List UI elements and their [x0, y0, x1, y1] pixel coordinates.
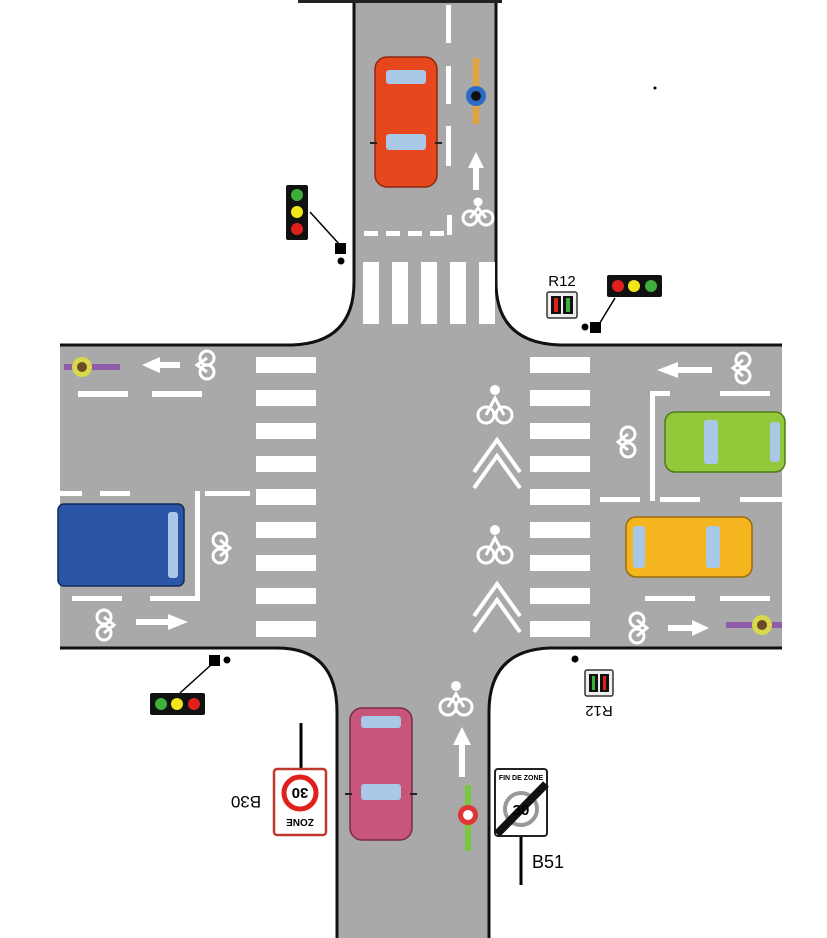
- traffic-light-north-west: [286, 185, 346, 265]
- up-arrow-icon: [468, 152, 484, 190]
- curb-south-west: [60, 646, 339, 938]
- cyclist-west: [64, 357, 120, 377]
- zone30-sign: [272, 723, 328, 837]
- road-surface: [60, 0, 782, 938]
- car-east-top: [664, 411, 786, 473]
- dot-mark: [653, 86, 657, 90]
- road-markings: [60, 5, 782, 637]
- north-stop-line: [364, 215, 452, 236]
- bicycle-icon: [730, 351, 752, 385]
- zone30-text: ZONE: [286, 816, 314, 827]
- bicycle-icon: [211, 531, 233, 565]
- endzone-speed: 30: [513, 802, 530, 819]
- left-arrow-icon: [142, 357, 180, 373]
- traffic-light-south-west: [150, 655, 231, 715]
- cyclist-east: [726, 615, 782, 635]
- right-arrow-icon: [136, 614, 188, 630]
- ped-light-r12-south-east: [571, 655, 614, 697]
- bicycle-icon: [476, 385, 514, 425]
- up-arrow-icon: [453, 727, 471, 777]
- zebra-north: [363, 262, 495, 324]
- b51-label: B51: [532, 852, 564, 872]
- ped-light-r12-north-east: [546, 291, 578, 319]
- bicycle-icon: [194, 349, 216, 381]
- cyclist-south: [458, 785, 478, 851]
- endzone-text: FIN DE ZONE: [499, 775, 544, 782]
- curb-south-east: [487, 646, 782, 938]
- left-arrow-icon: [657, 362, 712, 378]
- bus-west: [57, 503, 185, 587]
- bicycle-icon: [438, 681, 474, 717]
- b30-label: B30: [231, 792, 261, 811]
- bicycle-icon: [476, 525, 514, 565]
- top-edge-line: [298, 0, 502, 3]
- curb-north-west: [60, 0, 356, 347]
- right-arrow-icon: [668, 620, 709, 636]
- r12-top-label: R12: [548, 273, 576, 290]
- end-zone-sign: [494, 768, 549, 885]
- bike-symbols: [95, 197, 752, 717]
- zebra-west: [256, 357, 316, 637]
- chevron-markings: [472, 436, 522, 634]
- bicycle-icon: [615, 425, 637, 459]
- bicycle-icon: [95, 608, 117, 642]
- cyclist-north: [466, 58, 486, 124]
- car-east-bottom: [625, 516, 753, 578]
- traffic-light-north-east: [581, 275, 662, 333]
- curb-north-east: [494, 0, 782, 347]
- r12-bottom-label: R12: [585, 702, 613, 719]
- bicycle-icon: [461, 197, 495, 227]
- zebra-east: [530, 357, 590, 637]
- car-south: [345, 707, 417, 841]
- bicycle-icon: [628, 611, 650, 645]
- car-north: [370, 56, 442, 188]
- arrow-markings: [136, 152, 712, 777]
- zone30-speed: 30: [292, 784, 309, 801]
